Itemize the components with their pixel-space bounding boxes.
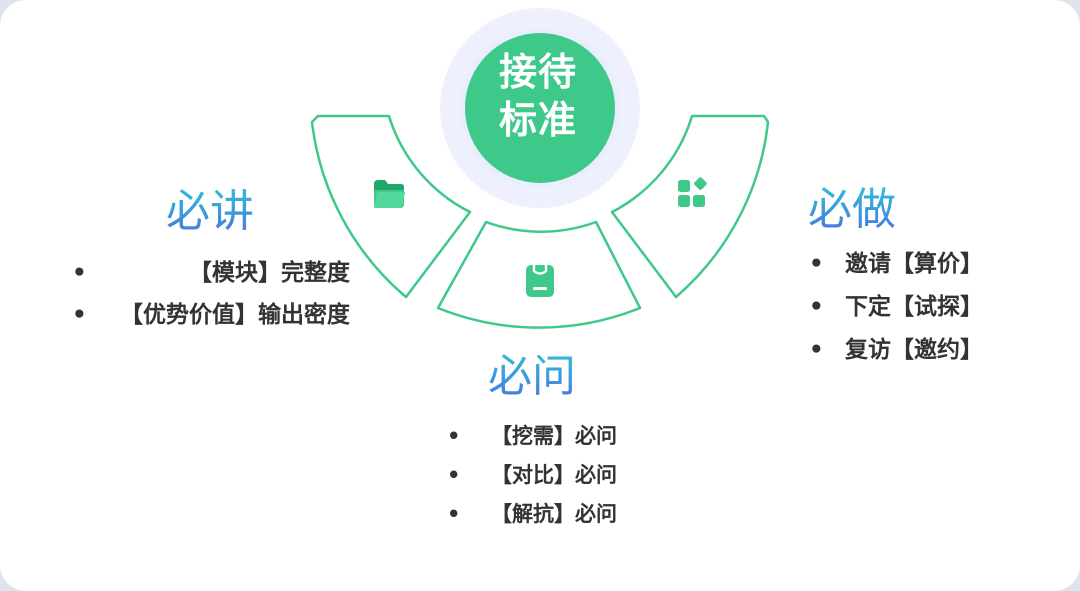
list-item: 【对比】必问 bbox=[447, 456, 617, 495]
folder-icon bbox=[374, 180, 405, 208]
list-item: 【模块】完整度 bbox=[72, 252, 350, 294]
center-title-line1: 接待 bbox=[498, 50, 577, 94]
list-item: 【优势价值】输出密度 bbox=[72, 294, 350, 336]
list-right: 邀请【算价】 下定【试探】 复访【邀约】 bbox=[809, 243, 983, 372]
list-item: 【解抗】必问 bbox=[447, 495, 617, 534]
apps-icon bbox=[678, 177, 707, 207]
list-item: 下定【试探】 bbox=[809, 286, 983, 329]
list-bottom: 【挖需】必问 【对比】必问 【解抗】必问 bbox=[447, 417, 617, 534]
center-title-line2: 标准 bbox=[498, 98, 577, 142]
list-item: 【挖需】必问 bbox=[447, 417, 617, 456]
center-circle bbox=[465, 33, 615, 183]
list-left: 【模块】完整度 【优势价值】输出密度 bbox=[72, 252, 350, 336]
list-item: 复访【邀约】 bbox=[809, 329, 983, 372]
heading-bottom: 必问 bbox=[488, 351, 576, 402]
heading-right: 必做 bbox=[808, 184, 896, 235]
segment-right bbox=[610, 114, 770, 299]
clipboard-icon bbox=[526, 263, 554, 297]
list-item: 邀请【算价】 bbox=[809, 243, 983, 286]
center-title: 接待 标准 bbox=[472, 48, 604, 144]
heading-left: 必讲 bbox=[166, 186, 254, 237]
